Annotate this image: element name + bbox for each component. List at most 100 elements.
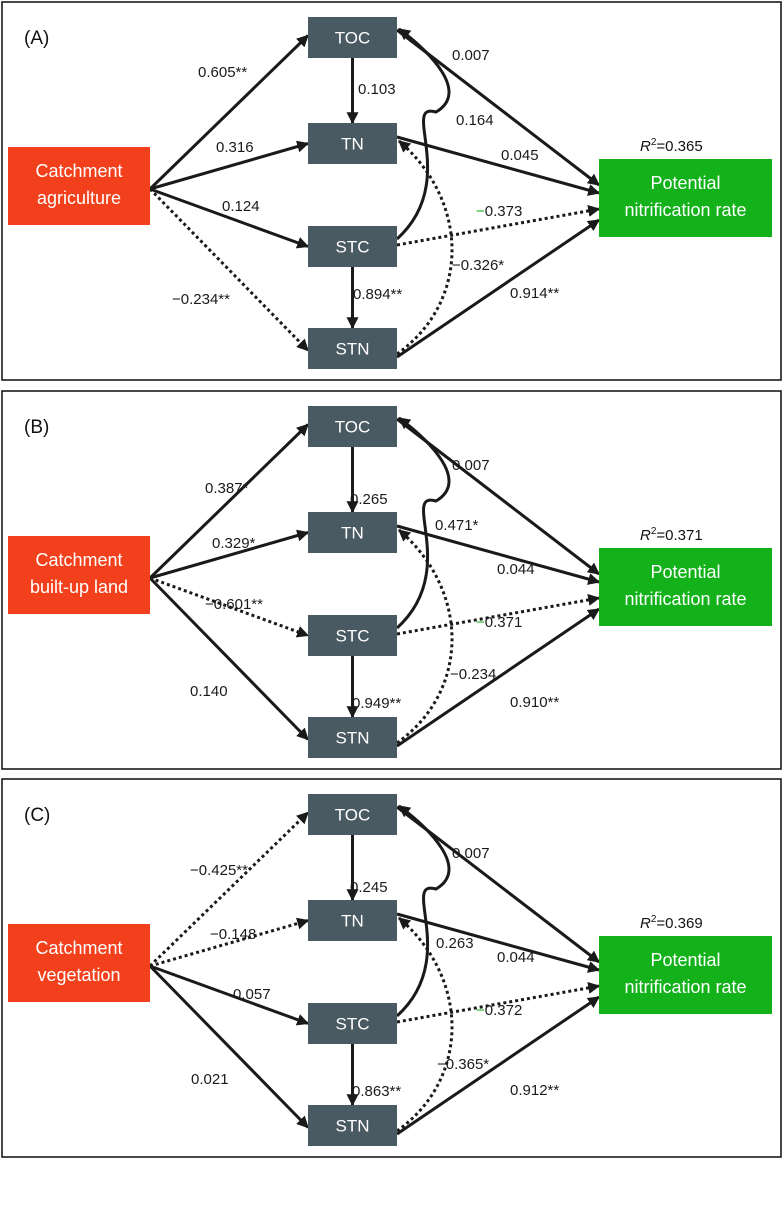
coef-stc-to-stn: 0.863**	[352, 1083, 401, 1100]
arrow-stn-to-tgt	[396, 995, 600, 1136]
coef-stn-to-tgt: 0.910**	[510, 694, 559, 711]
coef-src-to-stn: 0.021	[191, 1071, 229, 1088]
arrow-stn-to-tgt	[396, 607, 600, 748]
source-node-label: Catchment	[35, 938, 122, 958]
source-node-label: vegetation	[37, 965, 120, 985]
source-node-box	[8, 536, 150, 614]
node-stn	[308, 1105, 397, 1146]
arrow-src-to-tn	[149, 529, 310, 580]
coef-stc-to-toc: 0.471*	[435, 517, 479, 534]
coef-stc-to-toc: 0.164	[456, 112, 494, 129]
arrow-src-to-toc	[148, 811, 310, 968]
arrow-src-to-stn	[148, 964, 310, 1129]
coef-src-to-stc: 0.057	[233, 986, 271, 1003]
source-node-box	[8, 924, 150, 1002]
coef-src-to-stc: 0.124	[222, 198, 260, 215]
arrow-src-to-stn	[148, 576, 310, 741]
coef-stc-to-toc: 0.263	[436, 935, 474, 952]
arrow-src-to-toc	[148, 34, 310, 191]
coef-src-to-toc: 0.387*	[205, 480, 249, 497]
panel-label: (A)	[24, 28, 49, 49]
coef-toc-to-tgt: 0.007	[452, 457, 490, 474]
coef-stn-to-tgt: 0.912**	[510, 1082, 559, 1099]
source-node-label: agriculture	[37, 188, 121, 208]
node-toc-label: TOC	[335, 806, 371, 825]
node-stn	[308, 328, 397, 369]
coef-stn-to-tn: −0.365*	[437, 1056, 489, 1073]
node-toc	[308, 17, 397, 58]
arrow-stn-to-tn	[396, 139, 454, 356]
coef-src-to-stn: 0.140	[190, 683, 228, 700]
coef-tn-to-tgt: 0.044	[497, 561, 535, 578]
source-node-box	[8, 147, 150, 225]
r-squared-label: R2=0.371	[640, 526, 703, 544]
node-stn	[308, 717, 397, 758]
coef-src-to-tn: 0.329*	[212, 535, 256, 552]
node-stc	[308, 226, 397, 267]
panel-a: (A)CatchmentagricultureTOCTNSTCSTNPotent…	[1, 1, 782, 381]
source-node-label: built-up land	[30, 577, 128, 597]
target-node-label: nitrification rate	[624, 200, 746, 220]
panel-label: (C)	[24, 805, 50, 826]
coef-src-to-tn: 0.316	[216, 139, 254, 156]
node-tn-label: TN	[341, 524, 364, 543]
target-node-box	[599, 548, 772, 626]
arrow-tn-to-tgt	[396, 524, 601, 585]
node-stc-label: STC	[336, 1015, 370, 1034]
coef-toc-to-tgt: 0.007	[452, 845, 490, 862]
arrow-tn-to-tgt	[396, 135, 601, 196]
target-node-label: nitrification rate	[624, 589, 746, 609]
coef-stc-to-tgt: −0.372	[476, 1002, 522, 1019]
node-stc-label: STC	[336, 627, 370, 646]
node-toc-label: TOC	[335, 418, 371, 437]
arrow-src-to-tn	[149, 140, 310, 191]
node-toc	[308, 794, 397, 835]
coef-stn-to-tn: −0.326*	[452, 257, 504, 274]
node-tn	[308, 900, 397, 941]
arrow-src-to-stc	[149, 576, 310, 638]
panel-c: (C) Catchment vegetation TOC TN STC STN Potenti…	[1, 778, 782, 1158]
target-node-label: Potential	[650, 950, 720, 970]
arrow-stn-to-tn	[396, 528, 454, 745]
coef-stn-to-tgt: 0.914**	[510, 285, 559, 302]
arrow-stc-to-toc	[395, 27, 451, 241]
target-node-label: Potential	[650, 562, 720, 582]
arrow-stc-to-tgt	[396, 204, 601, 247]
node-tn-label: TN	[341, 135, 364, 154]
coef-toc-to-tn: 0.103	[358, 81, 396, 98]
r-squared-label: R2=0.365	[640, 137, 703, 155]
coef-stc-to-stn: 0.949**	[352, 695, 401, 712]
arrow-stc-to-toc	[395, 804, 451, 1018]
coef-stc-to-stn: 0.894**	[353, 286, 402, 303]
target-node-label: nitrification rate	[624, 977, 746, 997]
coef-tn-to-tgt: 0.045	[501, 147, 539, 164]
coef-toc-to-tn: 0.265	[350, 491, 388, 508]
node-stc	[308, 615, 397, 656]
node-stc-label: STC	[336, 238, 370, 257]
node-stc	[308, 1003, 397, 1044]
node-toc	[308, 406, 397, 447]
node-tn	[308, 123, 397, 164]
node-tn-label: TN	[341, 912, 364, 931]
coef-src-to-toc: −0.425**	[190, 862, 248, 879]
arrow-stn-to-tgt	[396, 218, 600, 359]
node-toc-label: TOC	[335, 29, 371, 48]
arrow-src-to-stn	[148, 187, 310, 352]
arrow-src-to-stc	[149, 964, 310, 1026]
coef-src-to-stn: −0.234**	[172, 291, 230, 308]
node-stn-label: STN	[336, 1117, 370, 1136]
node-tn	[308, 512, 397, 553]
arrow-tn-to-tgt	[396, 912, 601, 973]
arrow-src-to-toc	[148, 423, 310, 580]
target-node-box	[599, 159, 772, 237]
coef-src-to-toc: 0.605**	[198, 64, 247, 81]
node-stn-label: STN	[336, 340, 370, 359]
target-node-label: Potential	[650, 173, 720, 193]
coef-src-to-stc: −0.601**	[205, 596, 263, 613]
source-node-label: Catchment	[35, 550, 122, 570]
r-squared-label: R2=0.369	[640, 914, 703, 932]
coef-stn-to-tn: −0.234	[450, 666, 496, 683]
coef-toc-to-tgt: 0.007	[452, 47, 490, 64]
